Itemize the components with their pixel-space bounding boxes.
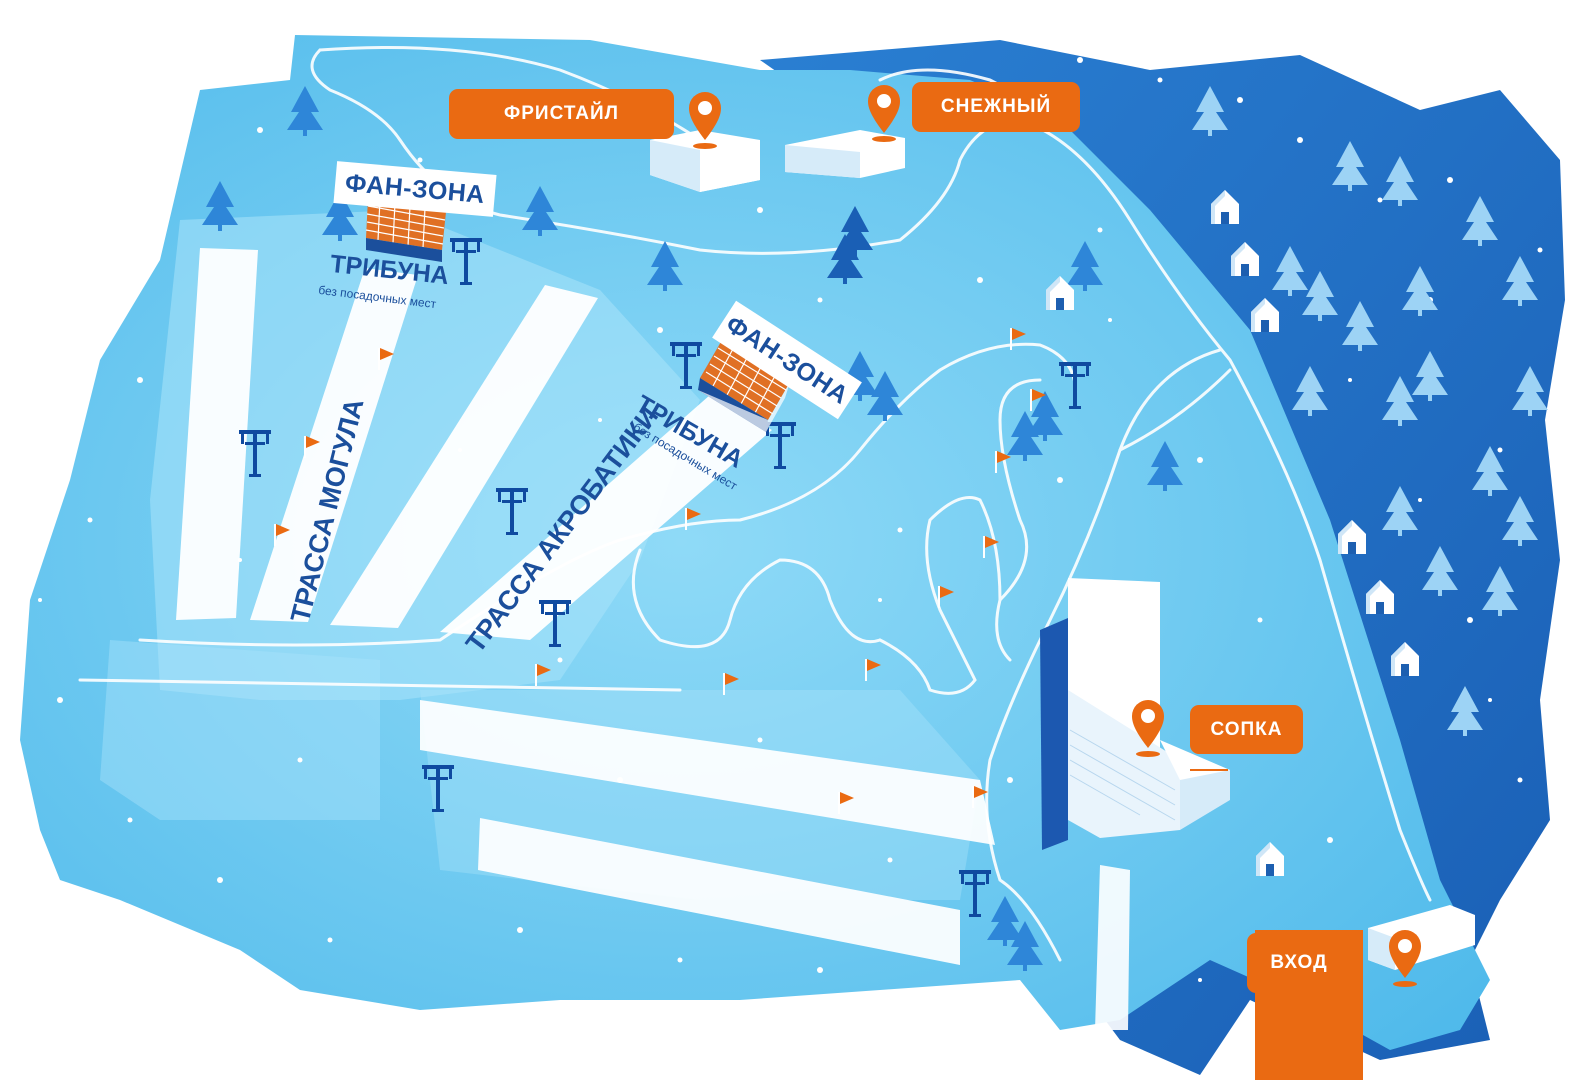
piste-lower-3 — [1095, 865, 1130, 1030]
ski-lift-icon — [450, 238, 482, 285]
piste-lower-2 — [478, 818, 960, 965]
pine-tree-icon — [1302, 271, 1338, 321]
pine-tree-icon — [1447, 686, 1483, 736]
house-icon — [1231, 242, 1263, 276]
house-icon — [1211, 190, 1243, 224]
location-label-snezhny[interactable]: СНЕЖНЫЙ — [912, 82, 1080, 132]
pine-tree-icon — [1412, 351, 1448, 401]
flag-icon — [304, 436, 320, 458]
flag-icon — [972, 786, 988, 808]
pine-tree-icon — [1007, 411, 1043, 461]
flag-icon — [378, 348, 394, 370]
piste-acrobatics — [440, 395, 772, 640]
ski-pistes — [176, 248, 1130, 1030]
pine-tree-icon — [1482, 566, 1518, 616]
location-label-freestyle[interactable]: ФРИСТАЙЛ — [449, 89, 674, 139]
location-label-entrance[interactable]: ВХОД — [1247, 933, 1351, 993]
location-pin-icon — [1389, 930, 1421, 987]
pine-tree-icon — [1292, 366, 1328, 416]
ski-lifts — [239, 238, 1091, 917]
building-freestyle — [650, 130, 760, 192]
building-entrance — [1368, 905, 1475, 970]
ski-lift-icon — [764, 422, 796, 469]
flag-icon — [838, 792, 854, 814]
pine-tree-icon — [1382, 376, 1418, 426]
pine-tree-icon — [1332, 141, 1368, 191]
pine-tree-icon — [522, 186, 558, 236]
piste-2 — [250, 268, 418, 622]
flag-icon — [983, 536, 999, 558]
flag-icon — [535, 664, 551, 686]
flag-icon — [1010, 328, 1026, 350]
ski-lift-icon — [670, 342, 702, 389]
pine-tree-icon — [1272, 246, 1308, 296]
flag-icon — [723, 673, 739, 695]
house-icon — [1366, 580, 1398, 614]
ski-lift-icon — [496, 488, 528, 535]
pine-tree-icon — [1067, 241, 1103, 291]
flag-icon — [938, 586, 954, 608]
house-icon — [1256, 842, 1288, 876]
snow-edge-blobs — [0, 0, 1320, 1080]
flag-icon — [685, 508, 701, 530]
house-icon — [1251, 298, 1283, 332]
pine-tree-icon — [867, 371, 903, 421]
pine-tree-icon — [1402, 266, 1438, 316]
pine-tree-icon — [1422, 546, 1458, 596]
ski-lift-icon — [539, 600, 571, 647]
trees-forest — [1192, 86, 1548, 736]
piste-lower-1 — [420, 700, 995, 845]
piste-3 — [330, 285, 598, 628]
pine-tree-icon — [1192, 86, 1228, 136]
pine-tree-icon — [1382, 156, 1418, 206]
location-label-sopka[interactable]: СОПКА — [1190, 705, 1303, 754]
ski-lift-icon — [1059, 362, 1091, 409]
grandstand-icon — [698, 340, 790, 432]
flag-icon — [274, 524, 290, 546]
pine-tree-icon — [287, 86, 323, 136]
pine-tree-icon — [1502, 256, 1538, 306]
building-snezhny — [785, 130, 905, 178]
pine-tree-icon — [647, 241, 683, 291]
ski-lift-icon — [959, 870, 991, 917]
trees-light — [202, 86, 1183, 971]
pine-tree-icon — [1472, 446, 1508, 496]
flag-icon — [865, 659, 881, 681]
house-icon — [1391, 642, 1423, 676]
pine-tree-icon — [1147, 441, 1183, 491]
snowflakes — [38, 57, 1543, 982]
pine-tree-icon — [1382, 486, 1418, 536]
pine-tree-icon — [1462, 196, 1498, 246]
piste-1 — [176, 248, 258, 620]
ski-lift-icon — [239, 430, 271, 477]
ski-lift-icon — [422, 765, 454, 812]
pine-tree-icon — [202, 181, 238, 231]
house-icon — [1338, 520, 1370, 554]
pine-tree-icon — [1502, 496, 1538, 546]
trees-dark — [827, 206, 873, 284]
pine-tree-icon — [1512, 366, 1548, 416]
building-sopka — [1040, 578, 1230, 850]
pine-tree-icon — [1342, 301, 1378, 351]
